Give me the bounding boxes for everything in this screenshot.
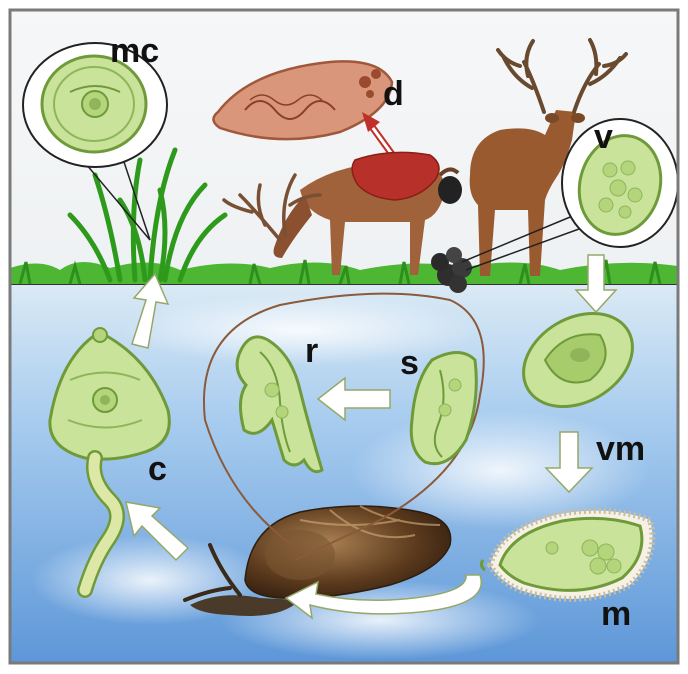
label-r: r bbox=[305, 332, 318, 370]
label-s: s bbox=[400, 344, 419, 382]
label-d: d bbox=[383, 75, 404, 113]
label-v: v bbox=[594, 118, 613, 156]
label-vm: vm bbox=[596, 430, 645, 468]
label-m: m bbox=[601, 595, 631, 633]
cloud-reflection bbox=[120, 295, 480, 365]
label-c: c bbox=[148, 450, 167, 488]
label-mc: mc bbox=[110, 32, 159, 70]
